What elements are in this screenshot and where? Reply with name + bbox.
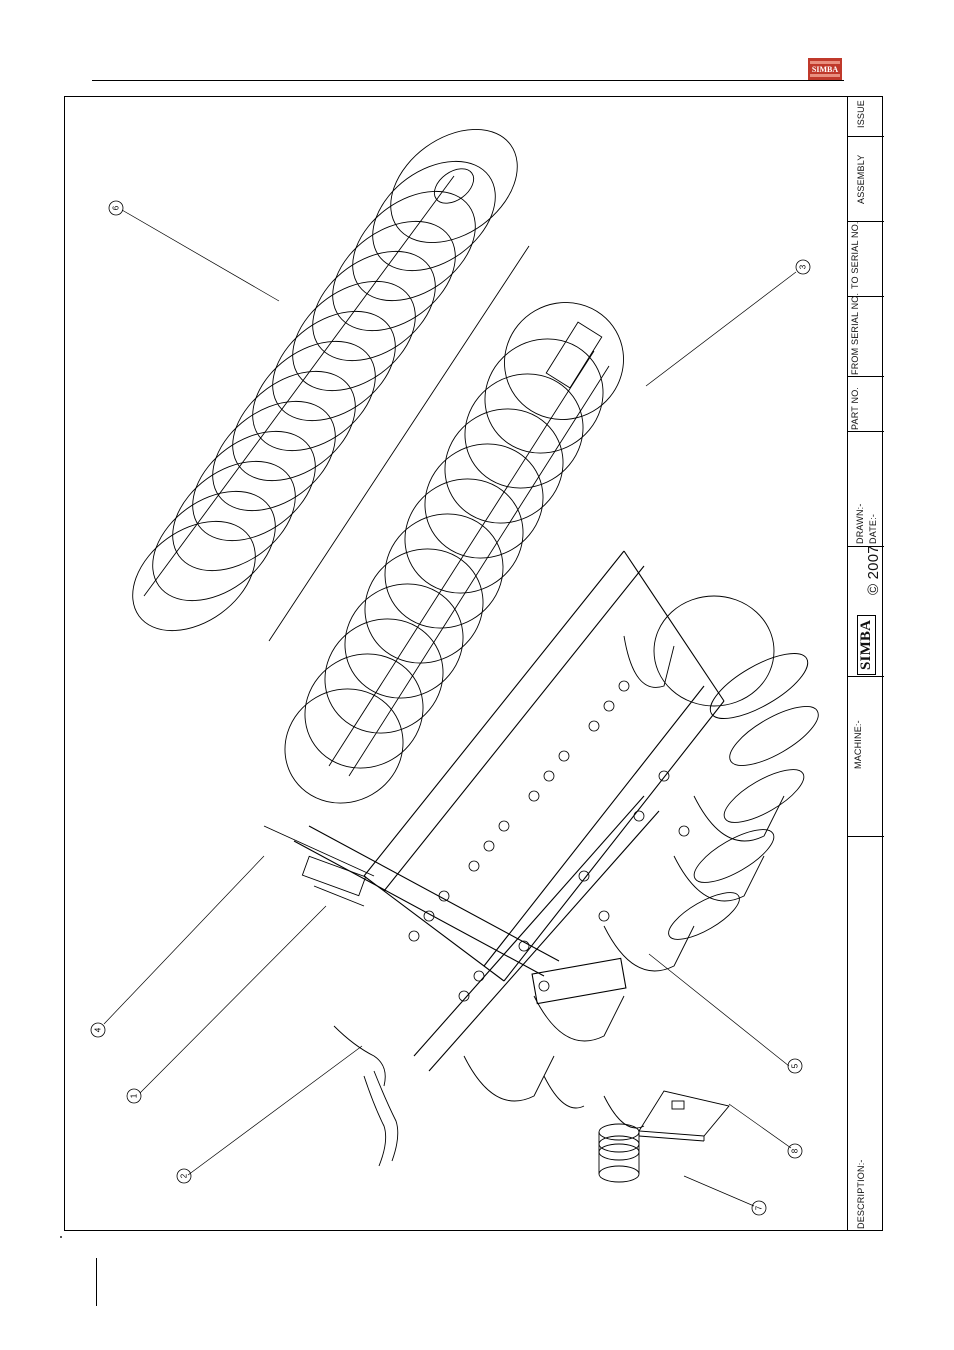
callout-6: 6 — [112, 205, 121, 210]
bolt-clusters — [409, 681, 689, 1001]
side-links — [264, 826, 374, 906]
drawn-label: DRAWN:- — [855, 503, 865, 544]
manual-book — [639, 1091, 729, 1141]
machine-label: MACHINE:- — [853, 720, 863, 769]
callout-7: 7 — [755, 1205, 764, 1210]
leg-assemblies — [464, 636, 784, 1128]
main-frame — [294, 551, 724, 1071]
callout-4: 4 — [94, 1027, 103, 1032]
header-rule — [92, 80, 844, 81]
from-serial-cell: FROM SERIAL NO. — [848, 296, 884, 376]
drawn-date-cell: DRAWN:- DATE:- — [848, 431, 884, 546]
margin-dot — [60, 1236, 62, 1238]
leader-lines — [104, 210, 796, 1206]
cage-roller — [264, 281, 645, 825]
footer-rule — [96, 1258, 97, 1306]
grease-tube — [599, 1124, 639, 1182]
to-serial-cell: TO SERIAL NO. — [848, 221, 884, 296]
callout-circles — [91, 201, 810, 1215]
assembly-label: ASSEMBLY — [856, 155, 866, 204]
simba-logo: SIMBA — [808, 58, 842, 80]
side-discs — [654, 596, 826, 948]
brand-mark: SIMBA — [857, 615, 876, 675]
svg-text:SIMBA: SIMBA — [812, 65, 838, 74]
issue-cell: ISSUE — [848, 96, 884, 136]
from-serial-label: FROM SERIAL NO. — [850, 293, 860, 375]
part-no-label: PART NO. — [850, 387, 860, 430]
machine-cell: MACHINE:- — [848, 676, 884, 836]
description-label: DESCRIPTION:- — [856, 1159, 866, 1229]
description-cell: DESCRIPTION:- — [848, 836, 884, 1231]
callout-1: 1 — [130, 1093, 139, 1098]
callout-2: 2 — [180, 1173, 189, 1178]
spiked-packer-roller — [112, 106, 539, 653]
to-serial-label: TO SERIAL NO. — [850, 221, 860, 289]
brand-cell: © 2007 SIMBA — [848, 546, 884, 676]
hydraulic-hoses — [334, 1026, 398, 1166]
callout-5: 5 — [791, 1063, 800, 1068]
exploded-assembly-drawing: 6 3 4 1 2 5 8 7 — [64, 96, 847, 1231]
title-block: ISSUE ASSEMBLY TO SERIAL NO. FROM SERIAL… — [847, 96, 883, 1231]
date-label: DATE:- — [868, 514, 878, 544]
callout-3: 3 — [799, 264, 808, 269]
callout-8: 8 — [791, 1148, 800, 1153]
assembly-cell: ASSEMBLY — [848, 136, 884, 221]
copyright-text: © 2007 — [865, 545, 882, 595]
part-no-cell: PART NO. — [848, 376, 884, 431]
issue-label: ISSUE — [856, 100, 866, 128]
